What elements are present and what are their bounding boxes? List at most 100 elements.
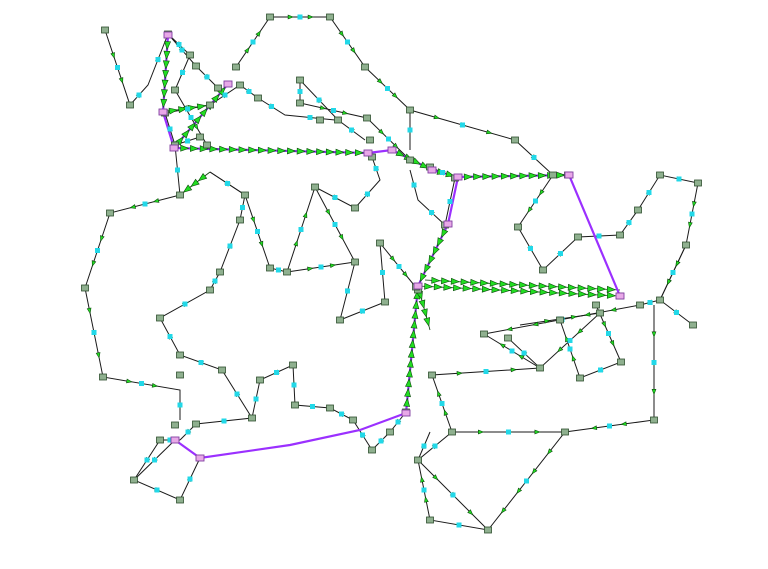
graph-edge xyxy=(133,439,201,501)
edge-arrowhead xyxy=(531,468,538,475)
edge-arrowhead xyxy=(558,289,569,297)
edge-arrowhead xyxy=(164,41,172,51)
edge-arrowhead xyxy=(519,281,529,289)
edge-midpoint xyxy=(689,211,695,217)
edge-midpoint xyxy=(250,39,256,45)
edge-arrowhead xyxy=(620,421,627,427)
graph-node xyxy=(556,316,564,324)
graph-node xyxy=(386,428,394,436)
edge-arrowhead xyxy=(376,78,383,85)
edge-midpoint xyxy=(331,108,336,113)
edge-arrowhead xyxy=(187,122,196,132)
graph-node xyxy=(296,99,304,107)
edge-midpoint xyxy=(567,346,573,352)
edge-arrowhead xyxy=(319,105,327,110)
edge-arrowhead xyxy=(424,282,434,290)
edge-arrowhead xyxy=(378,128,385,135)
edge-arrowhead xyxy=(528,281,539,289)
edge-arrowhead xyxy=(162,69,170,80)
edge-midpoint xyxy=(506,429,511,435)
edge-arrowhead xyxy=(470,278,480,286)
edge-midpoint xyxy=(360,308,365,314)
edge-arrowhead xyxy=(519,172,529,180)
edge-arrowhead xyxy=(544,319,551,324)
highlighted-node xyxy=(615,292,625,300)
graph-node xyxy=(206,286,214,294)
graph-node xyxy=(361,63,369,71)
edge-arrowhead xyxy=(437,390,442,397)
edge-midpoint xyxy=(167,437,173,443)
edge-arrowhead xyxy=(316,148,326,156)
edge-arrowhead xyxy=(590,425,598,431)
graph-node xyxy=(428,371,436,379)
edge-midpoint xyxy=(440,170,445,175)
edge-midpoint xyxy=(177,402,183,408)
edge-arrowhead xyxy=(473,173,483,181)
edge-arrowhead xyxy=(395,149,406,157)
graph-edge xyxy=(159,171,253,419)
highlighted-node xyxy=(170,436,180,444)
graph-node xyxy=(616,231,624,239)
edge-midpoint xyxy=(291,382,297,388)
edge-midpoint xyxy=(185,429,191,435)
edge-arrowhead xyxy=(480,279,490,287)
edge-arrowhead xyxy=(199,107,208,118)
graph-node xyxy=(254,94,262,102)
edge-arrowhead xyxy=(587,284,597,292)
edge-arrowhead xyxy=(160,98,168,109)
graph-node xyxy=(130,476,138,484)
edge-arrowhead xyxy=(193,123,199,131)
edge-arrowhead xyxy=(441,277,451,285)
edge-arrowhead xyxy=(418,299,426,310)
edge-arrowhead xyxy=(248,146,258,154)
edge-arrowhead xyxy=(584,311,591,317)
edge-arrowhead xyxy=(277,147,287,155)
edge-arrowhead xyxy=(556,171,566,179)
edge-arrowhead xyxy=(338,233,344,241)
graph-node xyxy=(351,258,359,266)
edge-midpoint xyxy=(182,301,188,307)
edge-midpoint xyxy=(115,65,120,70)
edge-midpoint xyxy=(318,264,324,270)
graph-node xyxy=(248,414,256,422)
highlighted-node xyxy=(427,166,437,174)
edge-midpoint xyxy=(596,233,602,239)
edge-midpoint xyxy=(626,220,632,225)
edge-arrowhead xyxy=(609,340,615,347)
edge-arrowhead xyxy=(577,328,584,335)
edge-arrowhead xyxy=(345,148,355,156)
edge-arrowhead xyxy=(433,114,441,120)
edge-midpoint xyxy=(360,432,365,438)
highlighted-node xyxy=(401,409,411,417)
edge-midpoint xyxy=(670,270,676,275)
edge-arrowhead xyxy=(432,246,440,256)
graph-node xyxy=(366,136,374,144)
edge-midpoint xyxy=(647,300,653,305)
graph-node xyxy=(316,116,324,124)
edge-arrowhead xyxy=(491,172,501,180)
edge-arrowhead xyxy=(534,429,541,435)
edge-arrowhead xyxy=(651,331,657,338)
edge-arrowhead xyxy=(499,343,506,349)
edge-midpoint xyxy=(524,478,529,484)
graph-node xyxy=(326,13,334,21)
graph-node xyxy=(186,51,194,59)
edge-midpoint xyxy=(509,348,515,354)
edge-midpoint xyxy=(307,115,313,120)
edge-midpoint xyxy=(421,487,427,493)
edge-midpoint xyxy=(179,47,185,53)
graph-node xyxy=(376,239,384,247)
edge-arrowhead xyxy=(499,280,509,288)
edge-arrowhead xyxy=(610,307,617,312)
edge-midpoint xyxy=(567,338,573,343)
edge-midpoint xyxy=(310,404,315,409)
highlighted-node xyxy=(169,144,179,152)
edge-midpoint xyxy=(380,270,385,275)
edge-arrowhead xyxy=(228,145,239,153)
edge-arrowhead xyxy=(407,348,415,358)
graph-node xyxy=(484,526,492,534)
edge-arrowhead xyxy=(244,46,250,54)
edge-arrowhead xyxy=(118,77,124,84)
edge-arrowhead xyxy=(190,144,200,152)
edge-midpoint xyxy=(144,457,150,463)
